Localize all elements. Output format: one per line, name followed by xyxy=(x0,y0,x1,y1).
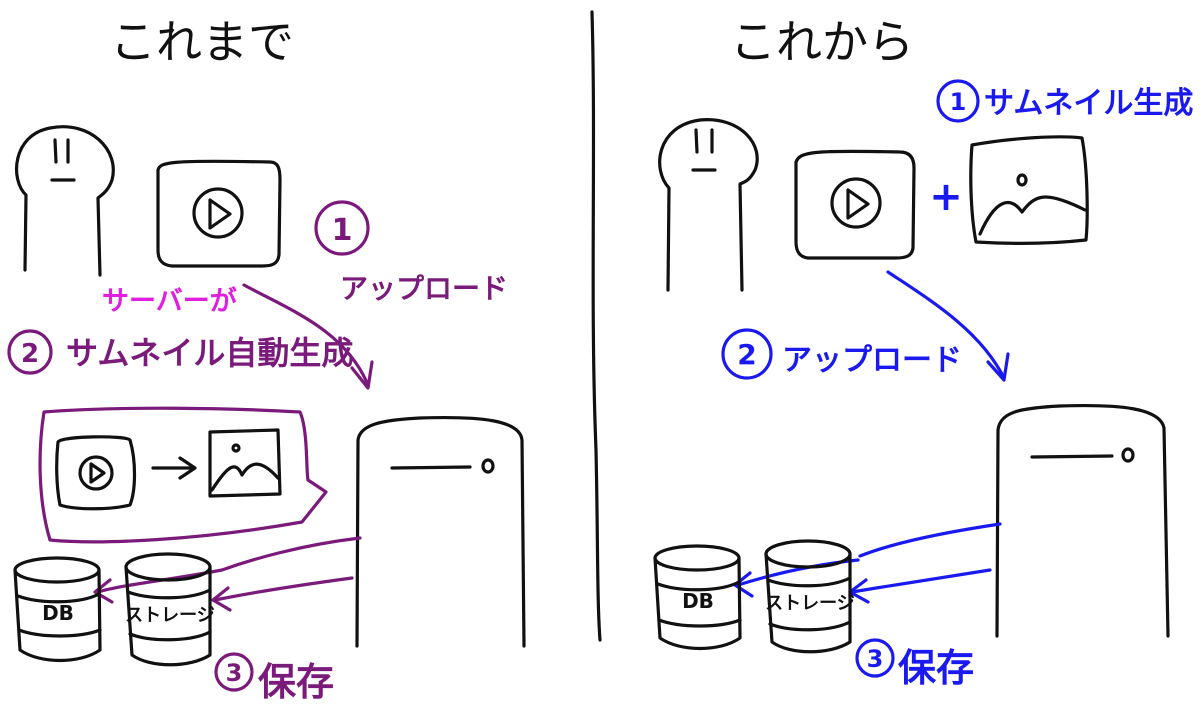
left-step1-label: アップロード xyxy=(340,272,508,305)
arrow-icon xyxy=(93,536,362,604)
right-step3-label: 保存 xyxy=(898,646,974,690)
person-icon xyxy=(14,125,115,277)
right-storage-label: ストレージ xyxy=(765,593,855,614)
thumbnail-generation-bubble xyxy=(38,406,328,544)
left-step3-number: 3 xyxy=(226,659,243,687)
right-step3: 3 保存 xyxy=(855,638,974,690)
right-db-label: DB xyxy=(682,589,714,613)
right-step3-number: 3 xyxy=(867,645,884,673)
right-step2-number: 2 xyxy=(737,338,756,371)
right-step1: 1 サムネイル生成 xyxy=(936,79,1193,123)
left-step3: 3 保存 xyxy=(214,652,334,704)
arrow-icon xyxy=(848,568,992,604)
image-icon xyxy=(969,135,1089,245)
left-storage-label: ストレージ xyxy=(125,605,215,626)
arrow-icon xyxy=(211,576,354,612)
left-step3-label: 保存 xyxy=(258,660,334,704)
arrow-icon xyxy=(733,522,1002,598)
left-server-note: サーバーが xyxy=(102,285,237,317)
arrow-icon xyxy=(886,270,1010,382)
image-icon xyxy=(208,428,282,498)
right-title: これから xyxy=(730,15,914,69)
storage-icon: ストレージ xyxy=(764,539,855,654)
left-title: これまで xyxy=(110,15,294,69)
right-step1-number: 1 xyxy=(950,88,967,116)
arrow-icon xyxy=(242,283,374,390)
play-button-icon xyxy=(55,435,137,511)
panel-divider xyxy=(590,10,602,642)
arrow-icon xyxy=(151,456,197,480)
person-icon xyxy=(658,118,759,292)
right-step2: 2 アップロード xyxy=(721,328,962,380)
play-button-icon xyxy=(156,159,282,268)
left-step1: 1 アップロード xyxy=(314,200,508,305)
server-icon xyxy=(995,403,1170,638)
storage-icon: ストレージ xyxy=(124,552,215,667)
database-icon: DB xyxy=(13,556,102,663)
left-step2: 2 サムネイル自動生成 xyxy=(7,329,353,375)
left-step2-label: サムネイル自動生成 xyxy=(66,334,353,372)
left-step1-number: 1 xyxy=(332,213,353,248)
right-step1-label: サムネイル生成 xyxy=(984,86,1193,121)
database-icon: DB xyxy=(653,544,742,651)
play-button-icon xyxy=(794,149,916,260)
left-step2-number: 2 xyxy=(21,339,39,369)
plus-icon: + xyxy=(929,174,963,220)
server-icon xyxy=(355,415,526,648)
left-db-label: DB xyxy=(42,601,74,625)
right-step2-label: アップロード xyxy=(782,343,962,378)
